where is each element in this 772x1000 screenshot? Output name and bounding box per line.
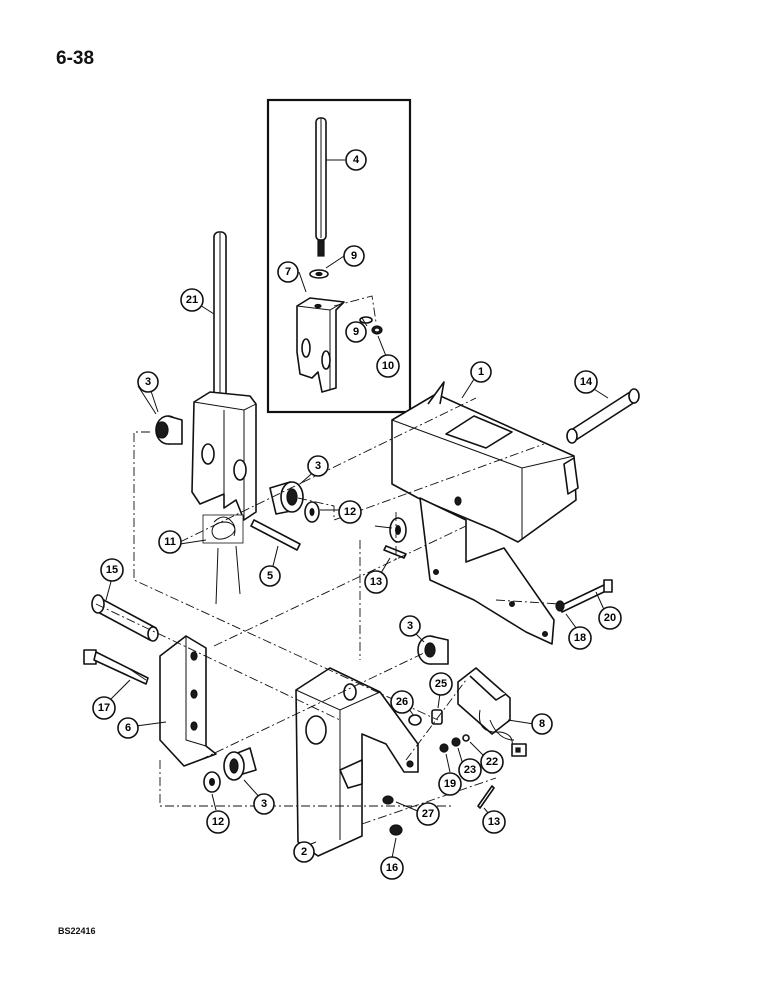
cotter-pin-upper	[383, 545, 407, 559]
callout-9b: 9	[345, 321, 367, 343]
angle-bracket	[159, 635, 217, 767]
callout-27: 27	[416, 802, 440, 826]
svg-text:12: 12	[212, 816, 224, 828]
nut-16	[389, 824, 403, 836]
svg-text:16: 16	[386, 862, 398, 874]
callout-13-upper: 13	[364, 570, 388, 594]
callout-26: 26	[390, 690, 414, 714]
callout-7: 7	[277, 261, 299, 283]
svg-text:3: 3	[261, 798, 267, 810]
bushing-upper-right	[269, 481, 304, 515]
callout-10: 10	[376, 354, 400, 378]
pivot-pin-upper	[566, 388, 640, 444]
washer-26	[408, 714, 422, 726]
svg-text:7: 7	[285, 266, 291, 278]
torsion-spring	[202, 514, 244, 605]
svg-text:1: 1	[478, 366, 484, 378]
svg-text:11: 11	[164, 536, 176, 548]
bolt-lower-left	[83, 649, 149, 685]
bolt-and-nut-right	[555, 579, 613, 613]
callout-20: 20	[598, 606, 622, 630]
svg-text:15: 15	[106, 564, 118, 576]
callout-3-mid-right: 3	[399, 615, 421, 637]
callout-16: 16	[380, 856, 404, 880]
svg-text:13: 13	[488, 816, 500, 828]
figure-code: BS22416	[58, 926, 96, 936]
callout-14: 14	[574, 370, 598, 394]
svg-text:5: 5	[267, 570, 273, 582]
svg-text:2: 2	[301, 846, 307, 858]
callout-5: 5	[259, 565, 281, 587]
callout-3-upper-left: 3	[137, 371, 159, 393]
nut-19	[439, 743, 449, 753]
svg-text:6: 6	[125, 722, 131, 734]
inset-detail-box	[266, 98, 412, 414]
callout-1: 1	[470, 361, 492, 383]
svg-text:21: 21	[186, 294, 198, 306]
bushing-mid-right	[417, 635, 449, 665]
pin	[250, 519, 301, 551]
svg-text:27: 27	[422, 808, 434, 820]
alignment-lines	[95, 397, 561, 825]
svg-text:9: 9	[351, 250, 357, 262]
callout-18: 18	[568, 626, 592, 650]
callout-11: 11	[158, 530, 182, 554]
page-number: 6-38	[56, 48, 95, 69]
svg-text:3: 3	[145, 376, 151, 388]
callout-25: 25	[429, 672, 453, 696]
callout-4: 4	[345, 149, 367, 171]
svg-text:3: 3	[407, 620, 413, 632]
svg-text:10: 10	[382, 360, 394, 372]
nut-27	[382, 795, 394, 805]
washer-22	[462, 734, 470, 742]
svg-text:20: 20	[604, 612, 616, 624]
svg-text:12: 12	[344, 506, 356, 518]
svg-text:19: 19	[444, 778, 456, 790]
svg-text:23: 23	[464, 764, 476, 776]
callout-13-lower: 13	[482, 810, 506, 834]
svg-text:9: 9	[353, 326, 359, 338]
callout-23: 23	[458, 758, 482, 782]
callout-3-upper-right: 3	[307, 455, 329, 477]
svg-text:3: 3	[315, 460, 321, 472]
svg-text:4: 4	[353, 154, 360, 166]
callout-19: 19	[438, 772, 462, 796]
svg-text:8: 8	[539, 718, 545, 730]
callout-2: 2	[293, 841, 315, 863]
spacer-25	[431, 709, 443, 725]
svg-text:26: 26	[396, 696, 408, 708]
svg-text:22: 22	[486, 756, 498, 768]
cotter-pin-lower	[477, 785, 495, 809]
svg-text:14: 14	[580, 376, 593, 388]
nut-23	[451, 737, 461, 747]
bushing-lower	[223, 747, 257, 781]
callout-22: 22	[480, 750, 504, 774]
upper-mounting-bracket	[391, 381, 579, 645]
svg-text:25: 25	[435, 678, 447, 690]
callout-12-upper: 12	[338, 500, 362, 524]
callout-6: 6	[117, 717, 139, 739]
callout-8: 8	[531, 713, 553, 735]
callout-12-lower: 12	[206, 810, 230, 834]
main-lever-assembly	[191, 231, 257, 521]
callout-21: 21	[180, 288, 204, 312]
limit-switch	[457, 667, 527, 757]
pivot-pin-lower	[91, 594, 159, 642]
svg-text:13: 13	[370, 576, 382, 588]
svg-text:17: 17	[98, 702, 110, 714]
callout-15: 15	[100, 558, 124, 582]
callout-9a: 9	[343, 245, 365, 267]
bushing-upper-left	[155, 415, 183, 445]
callout-3-lower: 3	[253, 793, 275, 815]
svg-text:18: 18	[574, 632, 586, 644]
callout-17: 17	[92, 696, 116, 720]
